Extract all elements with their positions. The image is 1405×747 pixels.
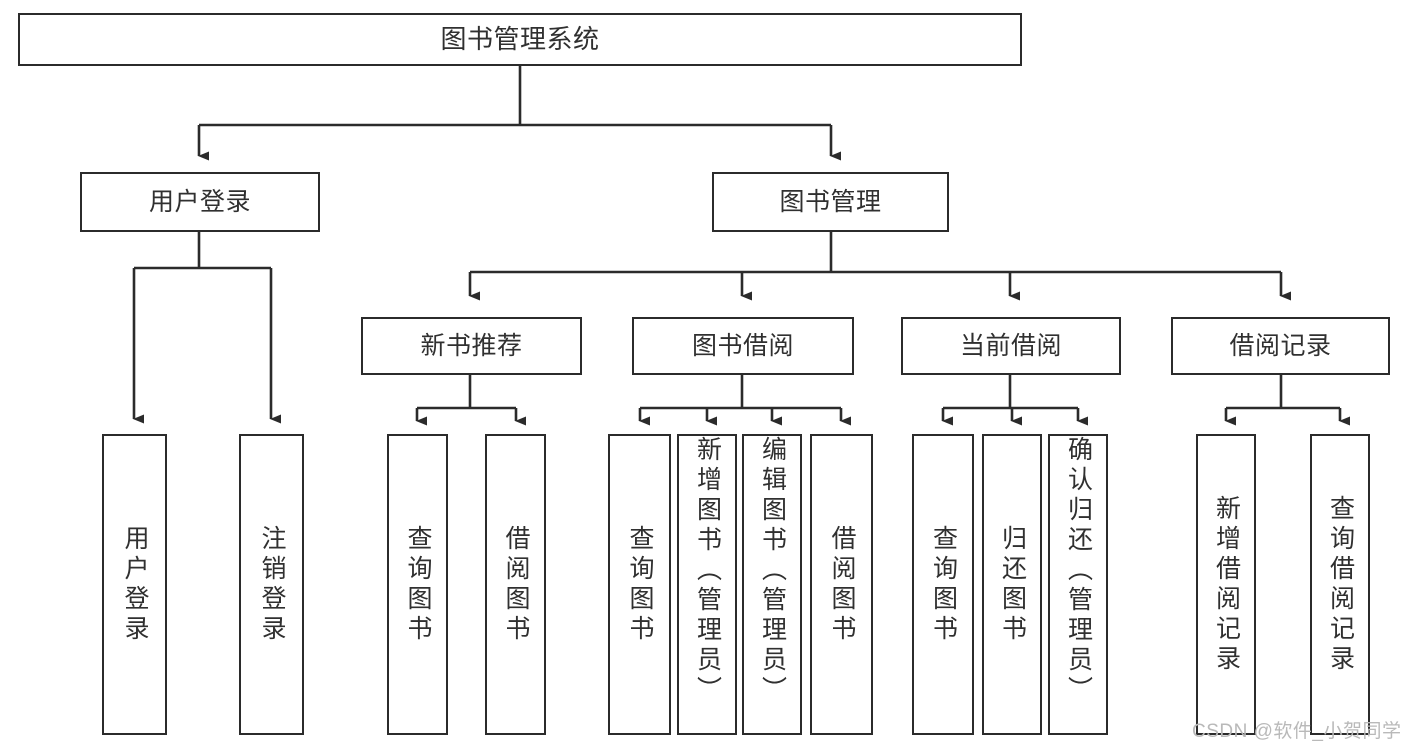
node-borrow-record[interactable]: 借阅记录 [1171,317,1390,375]
leaf-record-query-record[interactable]: 查询借阅记录 [1310,434,1370,735]
leaf-record-add-record-label: 新增借阅记录 [1212,494,1241,675]
leaf-current-return-book-label: 归还图书 [998,524,1027,645]
leaf-borrow-borrow-book-label: 借阅图书 [828,524,856,645]
leaf-user-login-logout[interactable]: 注销登录 [239,434,304,735]
leaf-borrow-add-book[interactable]: 新增图书（管理员） [677,434,737,735]
node-user-login-label: 用户登录 [148,188,251,216]
leaf-current-confirm-return[interactable]: 确认归还（管理员） [1048,434,1108,735]
leaf-record-query-record-label: 查询借阅记录 [1326,494,1355,675]
leaf-current-confirm-return-label: 确认归还（管理员） [1064,436,1093,706]
node-current-borrow[interactable]: 当前借阅 [901,317,1121,375]
node-root-system[interactable]: 图书管理系统 [18,13,1022,66]
node-book-borrow[interactable]: 图书借阅 [632,317,854,375]
node-book-management-label: 图书管理 [779,188,882,216]
node-new-book-recommend[interactable]: 新书推荐 [361,317,582,375]
leaf-user-login-logout-label: 注销登录 [258,524,286,645]
leaf-new-book-borrow[interactable]: 借阅图书 [485,434,546,735]
leaf-current-return-book[interactable]: 归还图书 [982,434,1042,735]
leaf-borrow-add-book-label: 新增图书（管理员） [693,436,722,706]
leaf-borrow-edit-book-label: 编辑图书（管理员） [758,436,787,706]
node-root-system-label: 图书管理系统 [440,23,600,54]
node-borrow-record-label: 借阅记录 [1229,332,1332,360]
leaf-new-book-query[interactable]: 查询图书 [387,434,448,735]
leaf-current-query-book-label: 查询图书 [929,524,958,645]
leaf-borrow-query-book[interactable]: 查询图书 [608,434,671,735]
leaf-new-book-query-label: 查询图书 [404,524,432,645]
node-new-book-recommend-label: 新书推荐 [420,332,523,360]
node-book-management[interactable]: 图书管理 [712,172,949,232]
leaf-record-add-record[interactable]: 新增借阅记录 [1196,434,1256,735]
node-current-borrow-label: 当前借阅 [959,332,1062,360]
leaf-borrow-borrow-book[interactable]: 借阅图书 [810,434,873,735]
leaf-borrow-query-book-label: 查询图书 [626,524,654,645]
leaf-new-book-borrow-label: 借阅图书 [502,524,530,645]
node-user-login[interactable]: 用户登录 [80,172,320,232]
leaf-current-query-book[interactable]: 查询图书 [912,434,974,735]
leaf-borrow-edit-book[interactable]: 编辑图书（管理员） [742,434,802,735]
node-book-borrow-label: 图书借阅 [691,332,794,360]
leaf-user-login-login[interactable]: 用户登录 [102,434,167,735]
leaf-user-login-login-label: 用户登录 [121,524,149,645]
csdn-watermark-text: CSDN @软件_小贺同学 [1192,721,1402,742]
csdn-watermark: CSDN @软件_小贺同学 [1192,716,1401,743]
